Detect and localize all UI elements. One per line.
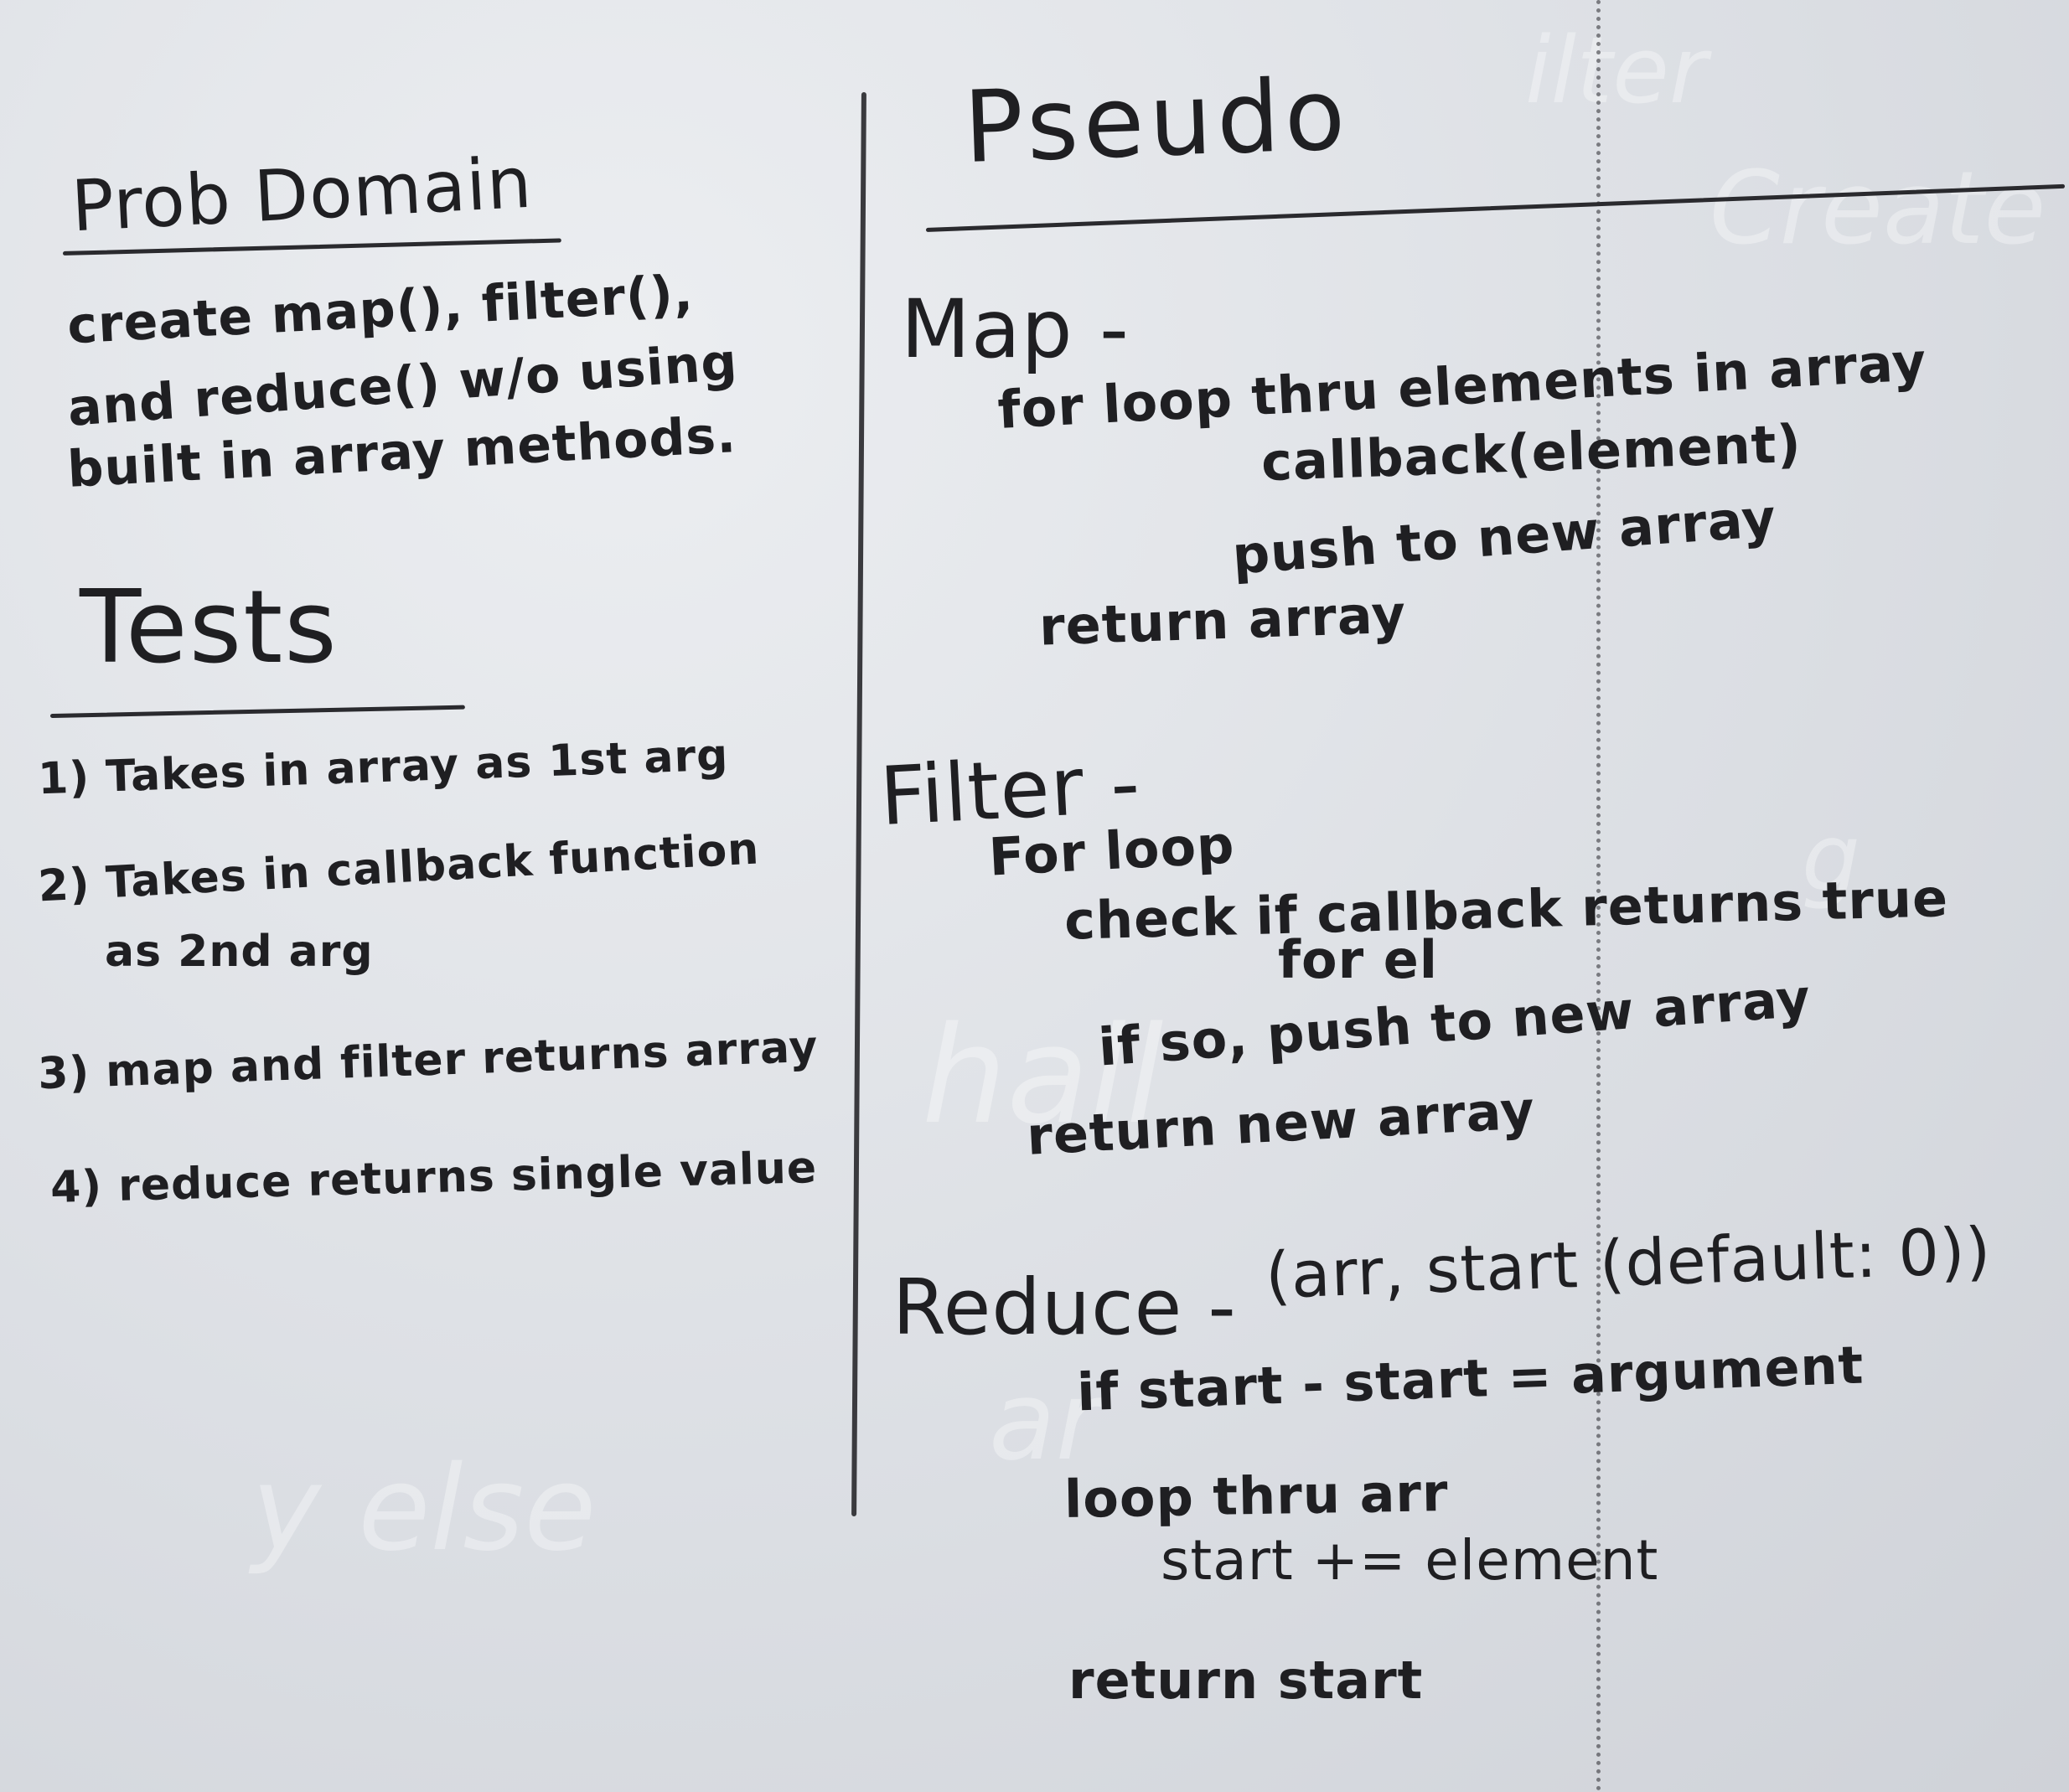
erased-writing: ilter <box>1525 17 1708 124</box>
filter-line: for el <box>1278 929 1439 990</box>
tests-underline <box>49 705 465 718</box>
erased-writing: y else <box>251 1441 597 1578</box>
pseudo-underline <box>925 183 2066 232</box>
pseudo-title: Pseudo <box>961 55 1353 186</box>
tests-title: Tests <box>80 570 339 686</box>
reduce-line: loop thru arr <box>1063 1462 1450 1530</box>
erased-writing: Create <box>1710 151 2046 267</box>
test-item: 1) Takes in array as 1st arg <box>37 730 730 805</box>
filter-line: For loop <box>987 813 1237 888</box>
map-line: return array <box>1037 583 1408 658</box>
filter-line: return new array <box>1025 1079 1537 1167</box>
test-item: 4) reduce returns single value <box>49 1143 818 1213</box>
test-item: 2) Takes in callback function <box>37 824 761 912</box>
prob-domain-line: create map(), filter(), <box>65 264 696 356</box>
map-line: push to new array <box>1230 487 1779 586</box>
reduce-heading: Reduce - <box>892 1263 1237 1352</box>
filter-line: if so, push to new array <box>1096 967 1813 1078</box>
filter-line: check if callback returns true <box>1063 867 1949 952</box>
prob-domain-title: Prob Domain <box>69 141 535 248</box>
reduce-line: start += element <box>1161 1528 1659 1593</box>
test-item: 3) map and filter returns array <box>37 1021 820 1100</box>
map-heading: Map - <box>901 282 1130 376</box>
map-line: callback(element) <box>1260 412 1803 493</box>
board-seam <box>1596 0 1601 1792</box>
reduce-signature: (arr, start (default: 0)) <box>1264 1212 1993 1314</box>
reduce-line: return start <box>1068 1650 1424 1711</box>
vertical-divider <box>851 91 866 1517</box>
test-item: as 2nd arg <box>105 927 374 977</box>
